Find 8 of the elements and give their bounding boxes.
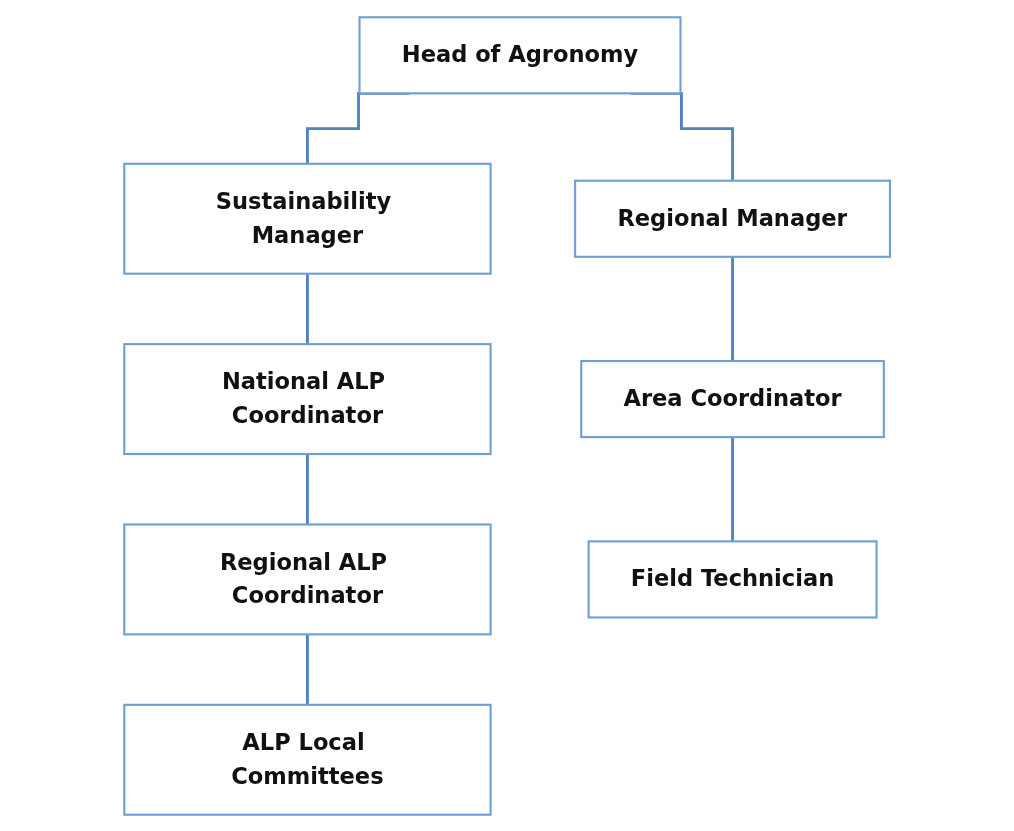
role-box: Head of Agronomy <box>358 15 682 94</box>
role-box: National ALP Coordinator <box>123 342 492 455</box>
role-box: Sustainability Manager <box>123 162 492 275</box>
role-box: Regional ALP Coordinator <box>123 522 492 635</box>
role-box: Regional Manager <box>573 179 891 258</box>
role-box: ALP Local Committees <box>123 703 492 816</box>
role-box: Area Coordinator <box>580 359 885 438</box>
role-box: Field Technician <box>587 539 878 619</box>
